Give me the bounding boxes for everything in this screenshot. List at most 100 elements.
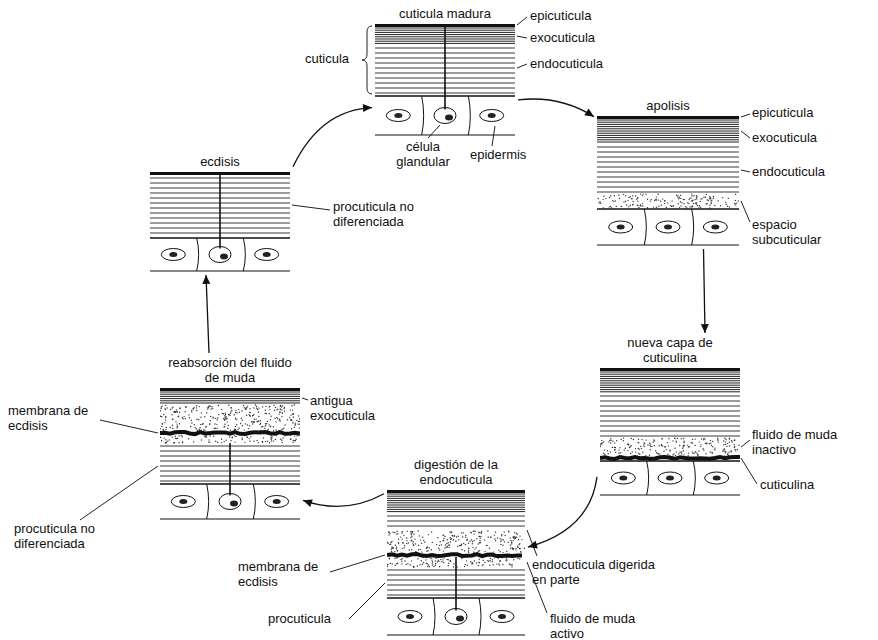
fluid-dot — [426, 547, 427, 548]
fluid-dot — [249, 408, 250, 409]
fluid-dot — [465, 537, 466, 538]
fluid-dot — [725, 202, 726, 203]
fluid-dot — [421, 543, 422, 544]
fluid-dot — [655, 450, 656, 451]
cell-wall — [479, 598, 481, 635]
fluid-dot — [490, 537, 491, 538]
fluid-dot — [390, 544, 391, 545]
fluid-dot — [424, 542, 425, 543]
fluid-dot — [223, 426, 224, 427]
fluid-dot — [600, 446, 601, 447]
fluid-dot — [619, 452, 620, 453]
fluid-dot — [417, 558, 418, 559]
fluid-dot — [443, 540, 444, 541]
fluid-dot — [712, 441, 713, 442]
cuticle-stage: cuticula madura — [375, 7, 515, 136]
fluid-dot — [718, 200, 719, 201]
fluid-dot — [638, 442, 639, 443]
fluid-dot — [694, 452, 695, 453]
fluid-dot — [387, 564, 388, 565]
fluid-dot — [448, 563, 449, 564]
exocuticle-line — [597, 120, 739, 121]
membrane-line — [160, 432, 300, 434]
fluid-dot — [638, 448, 639, 449]
fluid-dot — [679, 207, 680, 208]
fluid-dot — [679, 445, 680, 446]
fluid-dot — [435, 565, 436, 566]
fluid-dot — [247, 424, 248, 425]
fluid-dot — [679, 452, 680, 453]
fluid-dot — [210, 408, 211, 409]
fluid-dot — [161, 408, 162, 409]
fluid-dot — [692, 200, 693, 201]
fluid-dot — [235, 418, 236, 419]
fluid-dot — [178, 435, 179, 436]
fluid-dot — [199, 429, 200, 430]
fluid-dot — [427, 566, 428, 567]
fluid-dot — [201, 412, 202, 413]
fluid-dot — [224, 424, 225, 425]
fluid-dot — [230, 411, 231, 412]
fluid-dot — [299, 418, 300, 419]
fluid-dot — [244, 407, 245, 408]
fluid-dot — [709, 443, 710, 444]
fluid-dot — [261, 426, 262, 427]
fluid-dot — [691, 200, 692, 201]
fluid-dot — [418, 530, 419, 531]
fluid-dot — [388, 534, 389, 535]
fluid-dot — [711, 199, 712, 200]
fluid-dot — [253, 415, 254, 416]
fluid-dot — [484, 562, 485, 563]
fluid-dot — [275, 407, 276, 408]
fluid-dot — [694, 445, 695, 446]
fluid-dot — [294, 425, 295, 426]
epidermis-top — [597, 208, 739, 210]
fluid-dot — [406, 540, 407, 541]
fluid-dot — [697, 205, 698, 206]
fluid-dot — [683, 199, 684, 200]
fluid-dot — [214, 428, 215, 429]
fluid-dot — [627, 200, 628, 201]
fluid-dot — [489, 548, 490, 549]
fluid-dot — [172, 428, 173, 429]
fluid-dot — [200, 424, 201, 425]
fluid-dot — [205, 426, 206, 427]
fluid-dot — [494, 557, 495, 558]
fluid-dot — [429, 566, 430, 567]
fluid-dot — [623, 440, 624, 441]
fluid-dot — [238, 409, 239, 410]
fluid-dot — [237, 429, 238, 430]
fluid-dot — [269, 442, 270, 443]
fluid-dot — [457, 536, 458, 537]
stage-heading: digestión de la endocuticula — [400, 458, 512, 488]
fluid-dot — [521, 539, 522, 540]
fluid-dot — [706, 194, 707, 195]
fluid-dot — [610, 195, 611, 196]
fluid-dot — [638, 439, 639, 440]
fluid-dot — [282, 405, 283, 406]
fluid-dot — [439, 566, 440, 567]
fluid-dot — [410, 564, 411, 565]
fluid-dot — [413, 566, 414, 567]
fluid-dot — [655, 199, 656, 200]
fluid-dot — [641, 448, 642, 449]
fluid-dot — [636, 199, 637, 200]
fluid-dot — [668, 445, 669, 446]
fluid-dot — [161, 426, 162, 427]
fluid-dot — [177, 426, 178, 427]
fluid-dot — [292, 421, 293, 422]
fluid-dot — [453, 566, 454, 567]
fluid-dot — [235, 436, 236, 437]
gland-cell — [445, 609, 467, 625]
fluid-dot — [604, 449, 605, 450]
fluid-dot — [461, 545, 462, 546]
exocuticle-line — [387, 509, 525, 510]
fluid-dot — [231, 407, 232, 408]
fluid-dot — [507, 559, 508, 560]
part-label: endocuticula — [530, 57, 630, 72]
fluid-dot — [603, 453, 604, 454]
fluid-dot — [489, 565, 490, 566]
fluid-dot — [224, 415, 225, 416]
fluid-dot — [479, 536, 480, 537]
fluid-dot — [612, 447, 613, 448]
